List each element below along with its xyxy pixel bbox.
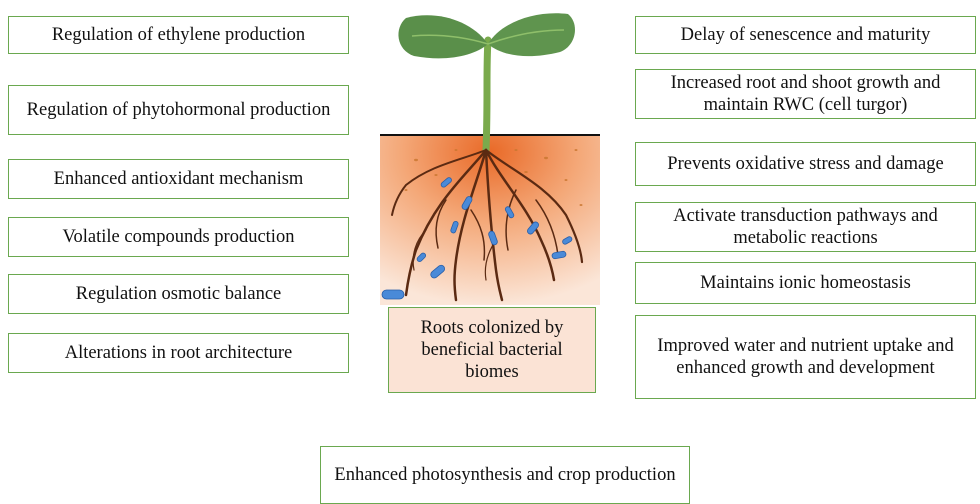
plant-root-illustration <box>376 0 608 310</box>
right-box-oxidative-stress: Prevents oxidative stress and damage <box>635 142 976 186</box>
right-box-ionic-homeostasis: Maintains ionic homeostasis <box>635 262 976 304</box>
right-box-root-shoot-growth: Increased root and shoot growth and main… <box>635 69 976 119</box>
plant-stem <box>486 40 488 150</box>
right-box-water-nutrient: Improved water and nutrient uptake and e… <box>635 315 976 399</box>
center-label-roots-colonized: Roots colonized by beneficial bacterial … <box>388 307 596 393</box>
right-leaf <box>488 13 575 56</box>
left-box-root-architecture: Alterations in root architecture <box>8 333 349 373</box>
left-box-ethylene: Regulation of ethylene production <box>8 16 349 54</box>
bottom-box-photosynthesis: Enhanced photosynthesis and crop product… <box>320 446 690 504</box>
left-box-antioxidant: Enhanced antioxidant mechanism <box>8 159 349 199</box>
left-box-volatile: Volatile compounds production <box>8 217 349 257</box>
left-box-phytohormonal: Regulation of phytohormonal production <box>8 85 349 135</box>
left-box-osmotic: Regulation osmotic balance <box>8 274 349 314</box>
right-box-senescence: Delay of senescence and maturity <box>635 16 976 54</box>
right-box-transduction: Activate transduction pathways and metab… <box>635 202 976 252</box>
left-leaf <box>398 15 488 58</box>
